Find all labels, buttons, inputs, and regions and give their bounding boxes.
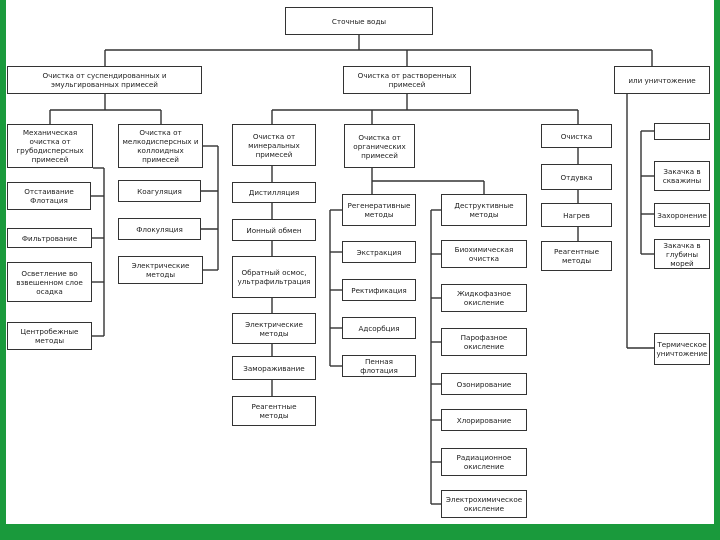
destr-item-ozonation: Озонирование: [441, 373, 527, 395]
mineral-item-reagent: Реагентные методы: [232, 396, 316, 426]
mineral-item-distillation: Дистилляция: [232, 182, 316, 203]
disposal-item-thermal: Термическое уничтожение: [654, 333, 710, 365]
regen-item-adsorption: Адсорбция: [342, 317, 416, 339]
destr-item-vapor-oxidation: Парофазное окисление: [441, 328, 527, 356]
organic-cleaning-node: Очистка от органических примесей: [344, 124, 415, 168]
mech-item-centrifugal: Центробежные методы: [7, 322, 92, 350]
branch-disposal-node: или уничтожение: [614, 66, 710, 94]
gas-item-heating: Нагрев: [541, 203, 612, 227]
bottom-frame-bar: [0, 524, 720, 540]
branch-suspended-node: Очистка от суспендированных и эмульгиров…: [7, 66, 202, 94]
regen-item-extraction: Экстракция: [342, 241, 416, 263]
disposal-item-deep-sea: Закачка в глубины морей: [654, 239, 710, 269]
mech-item-clarification: Осветление во взвешенном слое осадка: [7, 262, 92, 302]
mineral-item-electric: Электрические методы: [232, 313, 316, 344]
mineral-item-reverse-osmosis: Обратный осмос, ультрафильтрация: [232, 256, 316, 298]
regenerative-methods-node: Регенеративные методы: [342, 194, 416, 226]
mineral-item-ion-exchange: Ионный обмен: [232, 219, 316, 241]
destr-item-chlorination: Хлорирование: [441, 409, 527, 431]
colloid-cleaning-node: Очистка от мелкодисперсных и коллоидных …: [118, 124, 203, 168]
branch-dissolved-node: Очистка от растворенных примесей: [343, 66, 471, 94]
mech-item-filtration: Фильтрование: [7, 228, 92, 248]
mineral-cleaning-node: Очистка от минеральных примесей: [232, 124, 316, 166]
gas-cleaning-node: Очистка: [541, 124, 612, 148]
regen-item-rectification: Ректификация: [342, 279, 416, 301]
destr-item-radiation-oxidation: Радиационное окисление: [441, 448, 527, 476]
gas-item-stripping: Отдувка: [541, 164, 612, 190]
mech-cleaning-node: Механическая очистка от грубодисперсных …: [7, 124, 93, 168]
mech-item-settling: Отстаивание Флотация: [7, 182, 91, 210]
disposal-item-wells: Закачка в скважины: [654, 161, 710, 191]
destructive-methods-node: Деструктивные методы: [441, 194, 527, 226]
left-frame-bar: [0, 0, 6, 540]
colloid-item-electric: Электрические методы: [118, 256, 203, 284]
gas-item-reagent: Реагентные методы: [541, 241, 612, 271]
colloid-item-coagulation: Коагуляция: [118, 180, 201, 202]
right-frame-bar: [714, 0, 720, 540]
disposal-item-burial: Захоронение: [654, 203, 710, 227]
destr-item-biochemical: Биохимическая очистка: [441, 240, 527, 268]
root-node: Сточные воды: [285, 7, 433, 35]
destr-item-electrochemical-oxidation: Электрохимическое окисление: [441, 490, 527, 518]
disposal-item-1: [654, 123, 710, 140]
colloid-item-flocculation: Флокуляция: [118, 218, 201, 240]
regen-item-foam-flotation: Пенная флотация: [342, 355, 416, 377]
destr-item-liquid-oxidation: Жидкофазное окисление: [441, 284, 527, 312]
mineral-item-freezing: Замораживание: [232, 356, 316, 380]
